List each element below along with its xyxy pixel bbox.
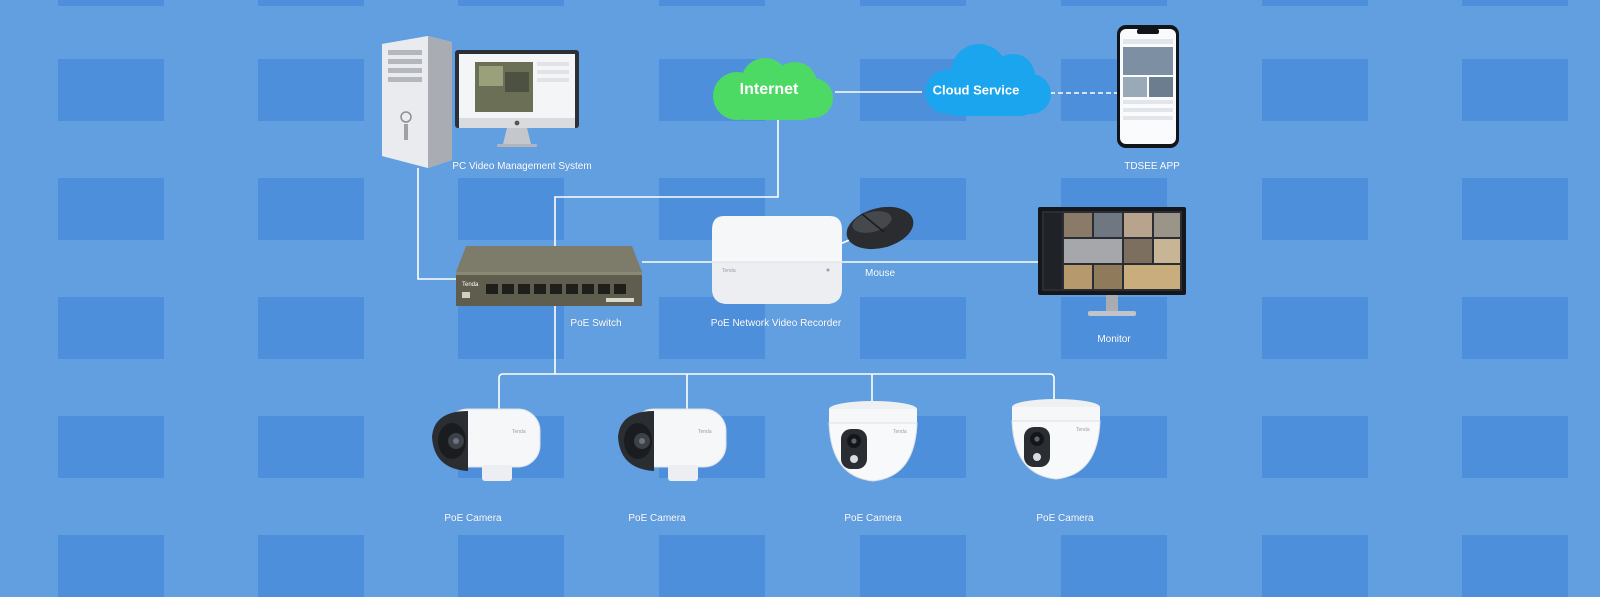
bg-tile — [1462, 59, 1568, 121]
camera-3-brand-text: Tenda — [893, 429, 907, 435]
monitor-label: Monitor — [1097, 334, 1131, 345]
bg-tile — [1462, 0, 1568, 6]
bg-tile — [258, 0, 364, 6]
connection-lines — [417, 91, 1156, 410]
wire-camera-bus — [498, 373, 1055, 402]
nvr-brand-text: Tenda — [722, 268, 736, 274]
camera-2-brand-text: Tenda — [698, 429, 712, 435]
power-led-icon — [826, 268, 830, 272]
bg-tile — [58, 178, 164, 240]
bg-tile — [1262, 297, 1368, 359]
bg-tile — [258, 416, 364, 478]
cloud-service — [925, 44, 1051, 116]
pc-tower — [382, 36, 452, 168]
internet-label: Internet — [739, 81, 799, 98]
wire-pc-switch — [417, 168, 458, 280]
bg-tile — [458, 178, 564, 240]
bg-tile — [1462, 297, 1568, 359]
bg-tile — [1262, 416, 1368, 478]
camera-3: Tenda — [828, 401, 918, 482]
camera-4-label: PoE Camera — [1036, 513, 1094, 524]
mouse-label: Mouse — [864, 268, 896, 279]
mouse-device — [846, 206, 914, 250]
bg-tile — [458, 297, 564, 359]
camera-2: Tenda — [618, 408, 727, 481]
bg-tile — [659, 0, 765, 6]
nvr-device: Tenda — [712, 216, 842, 304]
bg-tile — [1262, 0, 1368, 6]
bg-tile — [58, 59, 164, 121]
bg-tile — [1061, 0, 1167, 6]
camera-1-label: PoE Camera — [444, 513, 502, 524]
bg-tile — [58, 0, 164, 6]
bg-tile — [258, 178, 364, 240]
camera-1-brand-text: Tenda — [512, 429, 526, 435]
power-icon — [400, 111, 412, 123]
bg-tile — [1462, 178, 1568, 240]
internet-cloud — [713, 58, 833, 120]
poe-switch: Tenda — [456, 246, 642, 306]
pc-label: PC Video Management System — [452, 161, 592, 172]
bg-tile — [58, 416, 164, 478]
wire-internet-switch — [554, 118, 779, 246]
camera-1: Tenda — [432, 408, 541, 481]
bg-tile — [258, 59, 364, 121]
bg-tile — [58, 297, 164, 359]
bg-tile — [1462, 416, 1568, 478]
switch-label: PoE Switch — [570, 318, 622, 329]
cloud-service-label: Cloud Service — [932, 82, 1020, 98]
bg-tile — [258, 297, 364, 359]
camera-2-label: PoE Camera — [628, 513, 686, 524]
switch-brand-text: Tenda — [462, 282, 479, 288]
monitor-device — [1038, 207, 1186, 316]
bg-tile — [1262, 59, 1368, 121]
bg-tile — [659, 297, 765, 359]
bg-tile — [458, 0, 564, 6]
bg-tile — [860, 297, 966, 359]
bg-tile — [860, 0, 966, 6]
pc-monitor — [455, 50, 579, 147]
apple-logo-icon — [514, 120, 520, 126]
camera-3-label: PoE Camera — [844, 513, 902, 524]
nvr-label: PoE Network Video Recorder — [710, 318, 842, 329]
camera-4-brand-text: Tenda — [1076, 427, 1090, 433]
app-label: TDSEE APP — [1124, 161, 1180, 172]
bg-tile — [1262, 178, 1368, 240]
smartphone — [1117, 25, 1179, 148]
camera-4: Tenda — [1011, 399, 1101, 480]
